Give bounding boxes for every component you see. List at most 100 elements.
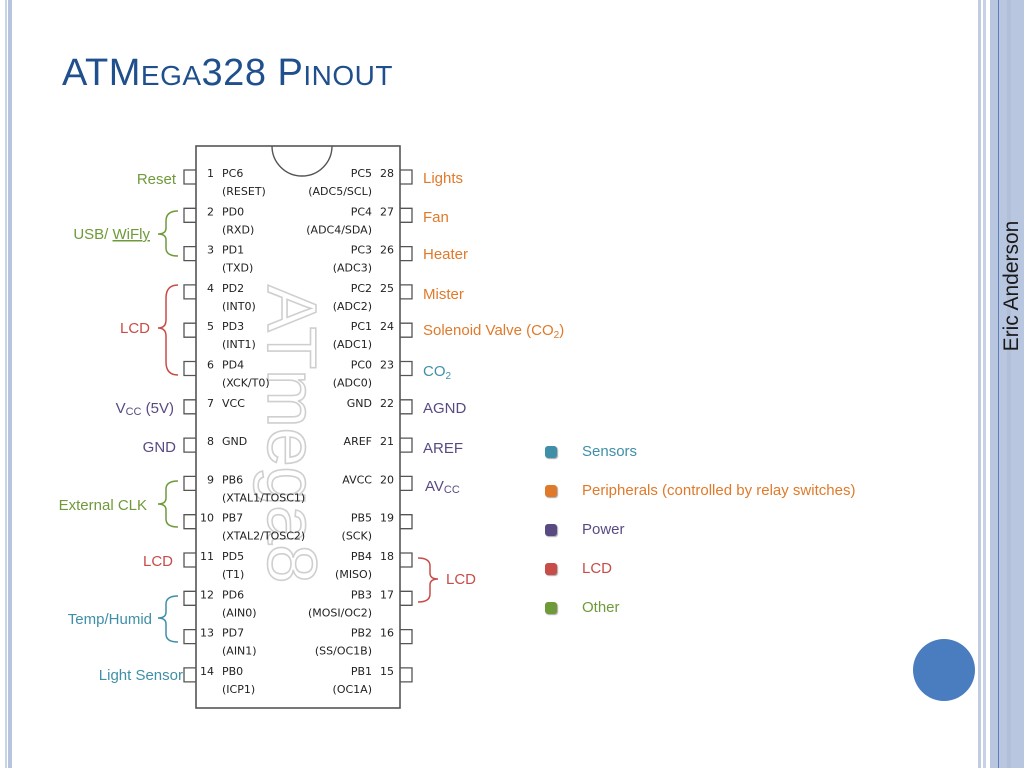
pin-number: 15 (380, 665, 394, 678)
chip-watermark: ATmega8 (253, 285, 331, 583)
pin-lead (183, 245, 196, 262)
pin-name: PD2 (222, 282, 244, 295)
left-annotations: Reset USB/ WiFly LCD VCC (5V) GND Extern… (59, 171, 183, 684)
pin-alt-function: (ADC1) (333, 338, 372, 351)
pin-number: 8 (207, 435, 214, 448)
right-border-stripe (1007, 0, 1011, 768)
pin-alt-function: (ADC5/SCL) (308, 185, 372, 198)
pin-name: PB6 (222, 473, 243, 486)
pin-alt-function: (AIN1) (222, 645, 257, 658)
chip-body: ATmega8 (195, 145, 401, 709)
brace-usb-wifly (157, 210, 179, 257)
pin-alt-function: (T1) (222, 568, 244, 581)
label-temp-humid: Temp/Humid (68, 611, 152, 628)
pin-number: 19 (380, 512, 394, 525)
pin-22: 22 GND (347, 397, 413, 415)
braces (157, 210, 439, 643)
pin-alt-function: (ADC4/SDA) (306, 223, 372, 236)
pin-name: PC3 (351, 244, 372, 257)
brace-lcd-left (157, 284, 179, 376)
pin-name: PC5 (351, 167, 372, 180)
pin-name: PB4 (351, 550, 372, 563)
pin-lead (183, 284, 196, 300)
pin-lead (400, 667, 413, 683)
pin-name: PC6 (222, 167, 243, 180)
label-solenoid-valve: Solenoid Valve (CO2) (423, 322, 564, 341)
legend-swatch (545, 485, 557, 497)
pin-lead (400, 590, 413, 606)
legend-label: Power (582, 521, 625, 538)
pin-number: 26 (380, 244, 394, 257)
legend-swatch (545, 602, 557, 614)
pin-name: GND (222, 435, 247, 448)
pin-name: PC0 (351, 359, 372, 372)
pin-number: 16 (380, 627, 394, 640)
pin-number: 6 (207, 359, 214, 372)
pin-name: PD3 (222, 320, 244, 333)
pin-name: PD4 (222, 359, 244, 372)
pin-number: 2 (207, 205, 214, 218)
legend-label: Other (582, 599, 620, 616)
label-lcd-left-2: LCD (143, 553, 173, 570)
pin-lead (400, 207, 413, 223)
pin-name: VCC (222, 397, 245, 410)
pin-number: 7 (207, 397, 214, 410)
pin-name: GND (347, 397, 372, 410)
pin-number: 14 (200, 665, 214, 678)
pin-name: PB0 (222, 665, 243, 678)
pin-name: AREF (344, 435, 372, 448)
pin-number: 1 (207, 167, 214, 180)
pin-alt-function: (ADC0) (333, 377, 372, 390)
pin-alt-function: (INT1) (222, 338, 256, 351)
pin-lead (400, 322, 413, 338)
pin-name: PC2 (351, 282, 372, 295)
avcc-sub: CC (444, 484, 460, 496)
pin-number: 5 (207, 320, 214, 333)
label-usb: USB/ (73, 226, 112, 243)
pin-alt-function: (RXD) (222, 223, 254, 236)
legend-swatch (545, 563, 557, 575)
pin-number: 22 (380, 397, 394, 410)
right-border-stripe (981, 0, 983, 768)
pin-lead (183, 437, 196, 453)
avcc-main: AV (425, 478, 444, 495)
right-border-stripe (978, 0, 981, 768)
label-reset: Reset (137, 171, 177, 188)
brace-temp-humid (157, 595, 179, 643)
label-heater: Heater (423, 246, 468, 263)
pin-alt-function: (SCK) (342, 530, 372, 543)
pin-lead (400, 360, 413, 377)
pin-name: PB1 (351, 665, 372, 678)
label-fan: Fan (423, 209, 449, 226)
pin-lead (183, 514, 196, 530)
label-co2: CO2 (423, 363, 452, 382)
pin-alt-function: (ADC3) (333, 262, 372, 275)
legend-swatch (545, 524, 557, 536)
pin-alt-function: (INT0) (222, 300, 256, 313)
pin-number: 9 (207, 473, 214, 486)
label-light-sensor: Light Sensor (99, 667, 183, 684)
brace-lcd-right (417, 557, 439, 603)
pin-8: 8 GND (183, 435, 247, 453)
chip-outline (195, 145, 401, 709)
title-part: ATM (62, 52, 141, 94)
pin-number: 12 (200, 588, 214, 601)
pin-lead (400, 169, 413, 185)
pin-alt-function: (XTAL1/TOSC1) (222, 491, 305, 504)
pin-26: 26 PC3 (ADC3) (333, 244, 413, 275)
right-annotations: Lights Fan Heater Mister Solenoid Valve … (423, 170, 564, 588)
pin-lead (183, 552, 196, 568)
right-pins: 28PC5(ADC5/SCL)27PC4(ADC4/SDA)26PC3(ADC3… (306, 167, 413, 696)
vcc-main: V (116, 400, 126, 417)
right-border-stripe (983, 0, 986, 768)
